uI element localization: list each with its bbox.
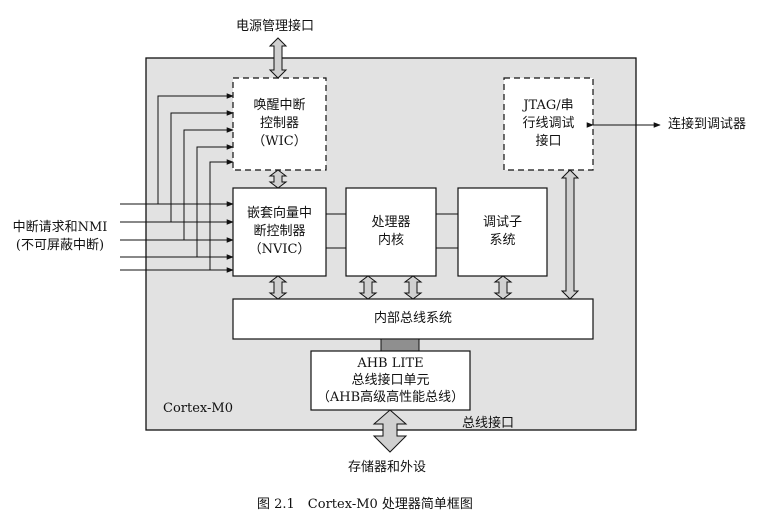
- ahb-lite-block: AHB LITE 总线接口单元 （AHB高级高性能总线）: [311, 351, 470, 410]
- power-mgmt-arrow: [268, 37, 288, 79]
- bus-interface-label: 总线接口: [462, 416, 515, 431]
- debug-text-1: 调试子: [482, 215, 522, 230]
- core-bus-arrow-2: [403, 275, 423, 300]
- wic-branch-1: [157, 93, 234, 204]
- debug-text-2: 系统: [489, 233, 516, 248]
- wic-branch-4: [196, 144, 234, 257]
- wic-box-border: [232, 77, 327, 171]
- chip-name-label: Cortex-M0: [163, 401, 233, 416]
- debugger-label: 连接到调试器: [668, 117, 747, 132]
- memory-peripherals-label: 存储器和外设: [348, 460, 427, 475]
- processor-core-block: 处理器 内核: [346, 188, 436, 276]
- nvic-text-2: 断控制器: [253, 224, 306, 239]
- wic-block: 唤醒中断 控制器 （WIC）: [233, 78, 326, 170]
- interrupt-request-label: 中断请求和NMI (不可屏蔽中断): [4, 219, 116, 255]
- external-bus-arrow: [372, 409, 408, 453]
- wic-branch-3: [183, 127, 234, 240]
- power-management-label: 电源管理接口: [236, 19, 315, 34]
- wic-text-2: 控制器: [259, 116, 299, 131]
- jtag-box-border: [503, 77, 594, 171]
- jtag-text-3: 接口: [535, 134, 562, 149]
- wic-text-3: （WIC）: [252, 134, 307, 149]
- jtag-text-1: JTAG/串: [523, 98, 574, 113]
- bus-box-border: [232, 298, 594, 340]
- ahb-text-2: 总线接口单元: [351, 373, 430, 388]
- irq-text-2: (不可屏蔽中断): [15, 238, 105, 253]
- nvic-block: 嵌套向量中 断控制器 （NVIC）: [233, 188, 326, 276]
- irq-text-1: 中断请求和NMI: [12, 220, 108, 235]
- ahb-connector: [380, 338, 420, 352]
- jtag-bus-arrow: [560, 169, 580, 300]
- wic-branch-2: [170, 110, 234, 222]
- debug-subsystem-block: 调试子 系统: [458, 188, 547, 276]
- wic-text-1: 唤醒中断: [253, 98, 306, 113]
- figure-caption: 图 2.1 Cortex-M0 处理器简单框图: [257, 497, 473, 512]
- wic-branch-5: [209, 159, 234, 270]
- jtag-block: JTAG/串 行线调试 接口: [504, 78, 593, 170]
- nvic-bus-arrow: [268, 275, 288, 300]
- core-text-2: 内核: [377, 233, 404, 248]
- core-text-1: 处理器: [371, 215, 411, 230]
- nvic-text-3: （NVIC）: [248, 242, 311, 257]
- debug-box-border: [457, 187, 548, 277]
- internal-bus-text: 内部总线系统: [373, 311, 452, 326]
- nvic-text-1: 嵌套向量中: [246, 206, 312, 221]
- debug-bus-arrow: [493, 275, 513, 300]
- internal-bus-block: 内部总线系统: [233, 299, 593, 339]
- ahb-text-1: AHB LITE: [357, 356, 424, 371]
- ahb-box-border: [310, 350, 471, 411]
- core-box-border: [345, 187, 437, 277]
- jtag-text-2: 行线调试: [522, 116, 575, 131]
- ahb-text-3: （AHB高级高性能总线）: [316, 390, 465, 405]
- nvic-box-border: [232, 187, 327, 277]
- wic-nvic-arrow: [268, 169, 288, 189]
- core-bus-arrow-1: [358, 275, 378, 300]
